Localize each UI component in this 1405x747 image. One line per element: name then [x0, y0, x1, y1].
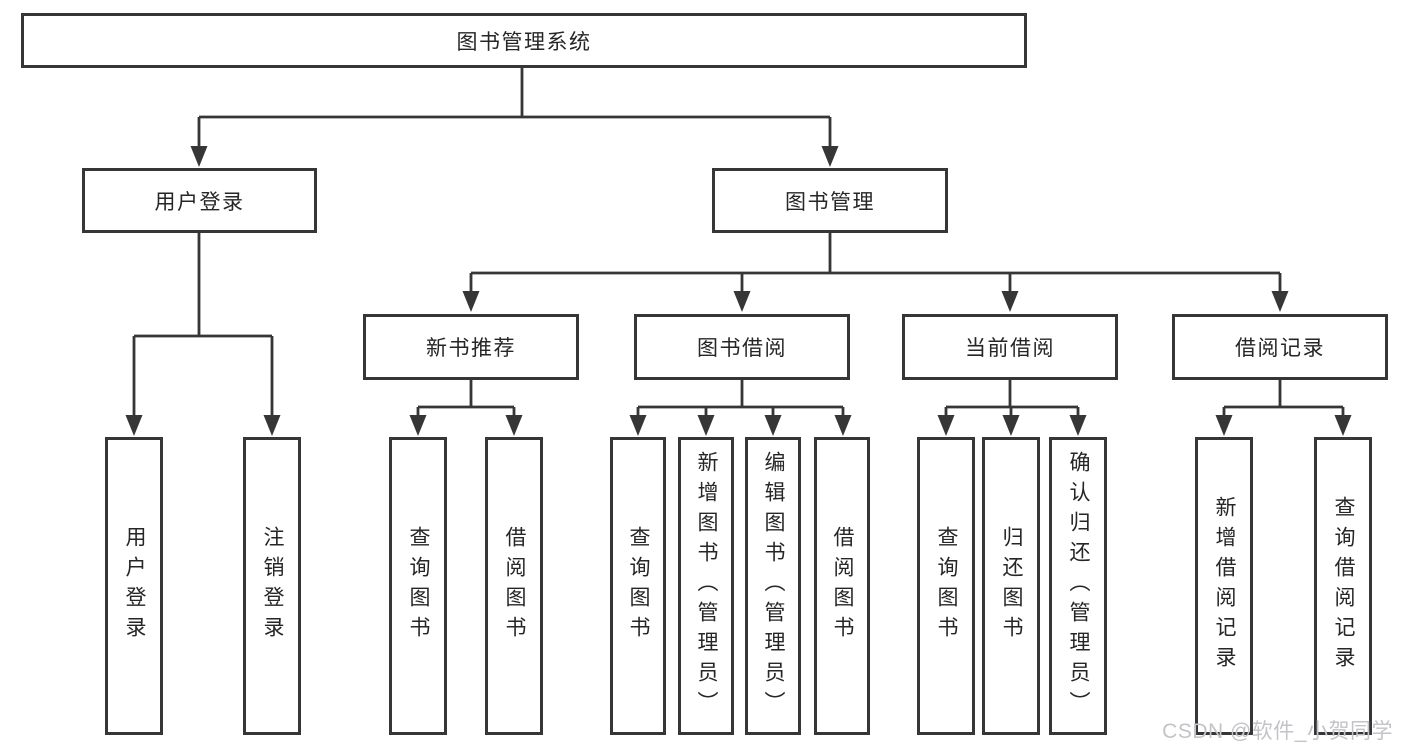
watermark: CSDN @软件_小贺同学 — [1162, 720, 1393, 743]
leaf-recommend-borrow-books: 借阅图书 — [485, 437, 543, 735]
leaf-current-query-books: 查询图书 — [917, 437, 975, 735]
leaf-records-add-borrow-record: 新增借阅记录 — [1195, 437, 1253, 735]
node-new-book-recommendation: 新书推荐 — [363, 314, 579, 380]
leaf-records-query-borrow-record: 查询借阅记录 — [1314, 437, 1372, 735]
leaf-borrowing-query-books: 查询图书 — [610, 437, 666, 735]
node-book-borrowing: 图书借阅 — [634, 314, 850, 380]
leaf-user-login: 用户登录 — [105, 437, 163, 735]
leaf-current-return-books: 归还图书 — [982, 437, 1040, 735]
leaf-logout: 注销登录 — [243, 437, 301, 735]
leaf-current-confirm-return-admin: 确认归还（管理员） — [1049, 437, 1107, 735]
node-borrow-records: 借阅记录 — [1172, 314, 1388, 380]
leaf-borrowing-edit-books-admin: 编辑图书（管理员） — [745, 437, 801, 735]
leaf-recommend-query-books: 查询图书 — [389, 437, 447, 735]
leaf-borrowing-borrow-books: 借阅图书 — [814, 437, 870, 735]
node-library-management-system: 图书管理系统 — [21, 13, 1027, 68]
leaf-borrowing-add-books-admin: 新增图书（管理员） — [678, 437, 734, 735]
node-user-login: 用户登录 — [82, 168, 317, 233]
node-book-management: 图书管理 — [712, 168, 948, 233]
node-current-borrowing: 当前借阅 — [902, 314, 1118, 380]
